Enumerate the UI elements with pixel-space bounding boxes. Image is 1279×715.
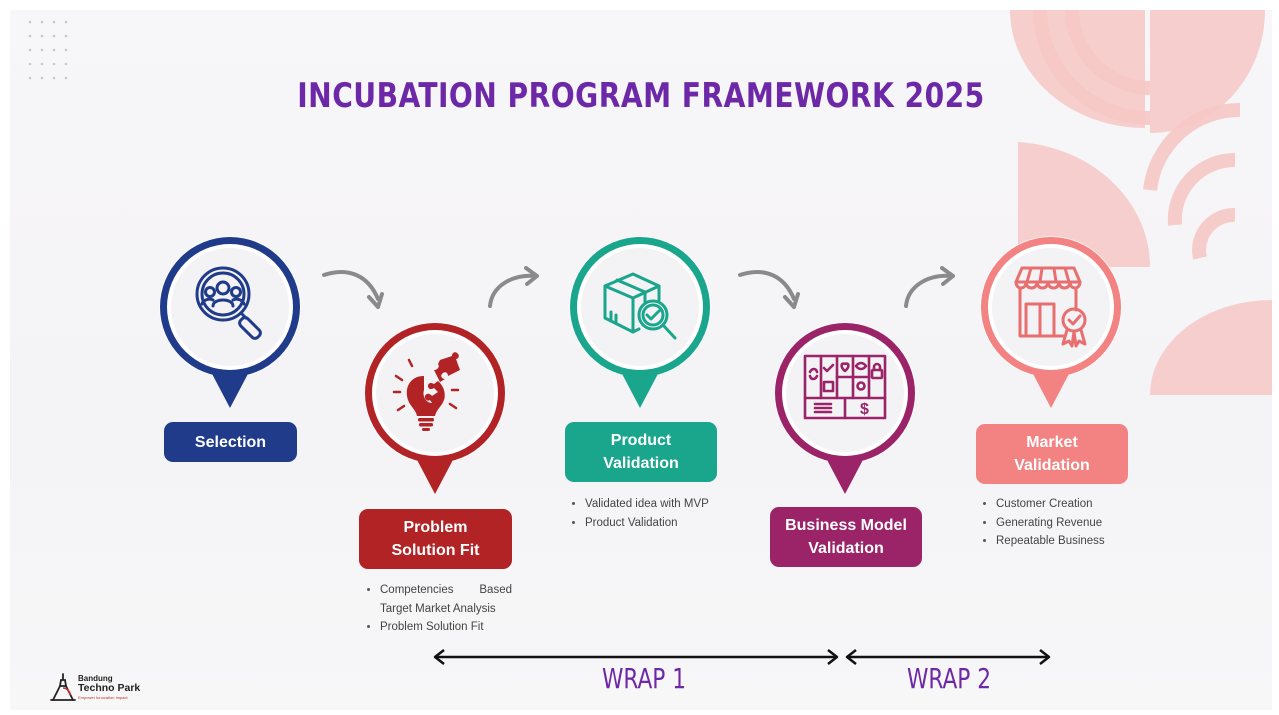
business-label-line1: Business Model [785, 517, 907, 534]
selection-pin [155, 230, 305, 410]
product-validation-label: Product Validation [565, 422, 717, 482]
logo-line1: Bandung [78, 674, 113, 683]
bullet-text: Target Market Analysis [380, 602, 496, 615]
store-badge-icon [1014, 266, 1087, 348]
search-people-icon [195, 266, 262, 340]
list-item: Customer Creation [996, 495, 1156, 514]
list-item: Repeatable Business [996, 532, 1156, 551]
product-label-line2: Validation [603, 455, 679, 472]
box-checkmark-icon [603, 272, 677, 340]
list-item: Competencies Based Target Market Analysi… [380, 581, 550, 618]
bullet-text: Generating Revenue [996, 516, 1103, 529]
list-item: Generating Revenue [996, 514, 1156, 533]
bullet-text: Customer Creation [996, 498, 1093, 510]
bullet-text: Problem Solution Fit [380, 621, 484, 633]
decorative-shapes [1010, 10, 1272, 395]
bandung-techno-park-logo: Bandung Techno Park Empower Innovation I… [50, 672, 150, 704]
svg-text:$: $ [860, 401, 869, 418]
slide: INCUBATION PROGRAM FRAMEWORK 2025 [10, 10, 1272, 710]
product-bullets: Validated idea with MVP Product Validati… [567, 495, 765, 532]
business-label-line2: Validation [808, 540, 884, 557]
market-validation-label: Market Validation [976, 424, 1128, 484]
curved-arrow-up-1 [488, 266, 539, 308]
business-model-label: Business Model Validation [770, 507, 922, 567]
dot-grid-decoration [28, 20, 68, 80]
tower-icon [50, 673, 76, 701]
selection-label-text: Selection [194, 433, 267, 451]
wrap-1-label: WRAP 1 [602, 662, 687, 695]
market-label-line1: Market [1026, 434, 1078, 451]
bullet-text: Validated idea with MVP [585, 498, 709, 510]
wrap-2-arrow [845, 649, 1051, 665]
product-validation-pin [565, 230, 715, 410]
problem-label-line2: Solution Fit [391, 542, 480, 559]
lightbulb-puzzle-icon [392, 352, 460, 431]
problem-solution-pin [360, 316, 510, 496]
business-model-pin: $ [770, 316, 920, 496]
wrap-2-label: WRAP 2 [907, 662, 992, 695]
bullet-text: Based [479, 584, 512, 596]
business-canvas-icon: $ [803, 354, 887, 420]
curved-arrow-up-2 [904, 266, 955, 308]
list-item: Validated idea with MVP [585, 495, 765, 514]
problem-solution-label: Problem Solution Fit [359, 509, 512, 569]
problem-label-line1: Problem [403, 519, 468, 536]
logo-line3: Empower Innovation Impact [78, 695, 128, 700]
market-bullets: Customer Creation Generating Revenue Rep… [978, 495, 1156, 551]
product-label-line1: Product [610, 432, 672, 449]
market-validation-pin [976, 230, 1126, 410]
bullet-text: Product Validation [585, 516, 678, 529]
list-item: Product Validation [585, 514, 765, 533]
wrap-1-arrow [433, 649, 839, 665]
selection-label: Selection [164, 422, 297, 462]
page-title: INCUBATION PROGRAM FRAMEWORK 2025 [297, 76, 985, 116]
market-label-line2: Validation [1014, 457, 1090, 474]
problem-bullets: Competencies Based Target Market Analysi… [362, 581, 550, 637]
curved-arrow-down-2 [738, 270, 800, 309]
list-item: Problem Solution Fit [380, 618, 550, 637]
logo-line2: Techno Park [78, 682, 141, 694]
bullet-text: Repeatable Business [996, 535, 1105, 547]
curved-arrow-down-1 [322, 270, 384, 309]
bullet-text: Competencies [380, 584, 454, 596]
